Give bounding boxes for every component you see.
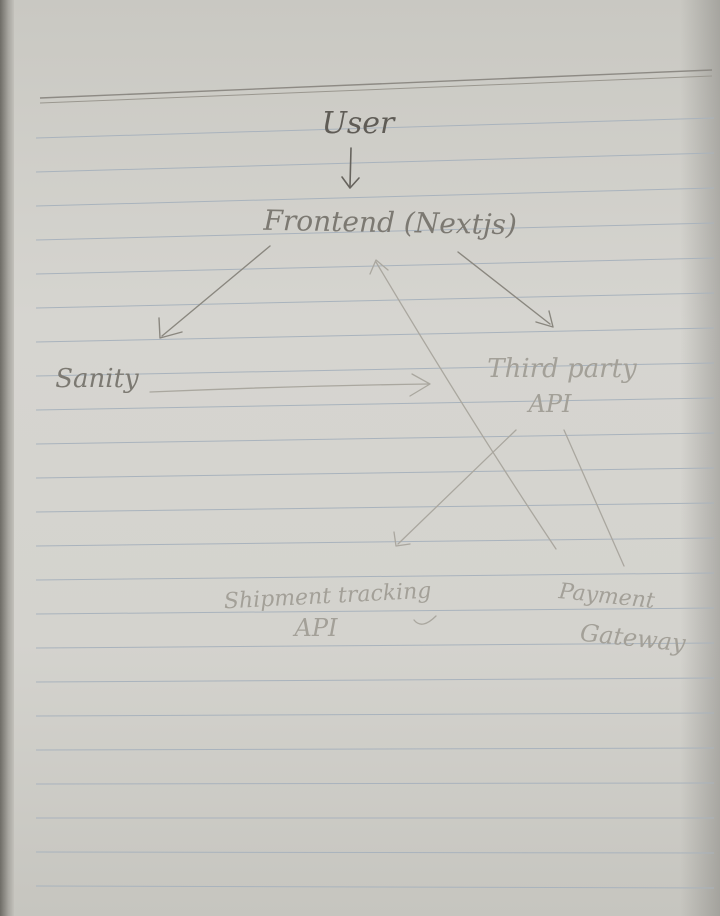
ruled-lines [35, 69, 715, 889]
frontend-node: Frontend (Nextjs) [262, 204, 517, 241]
payment-gateway-node-line2: Gateway [579, 619, 688, 658]
header-rule-2 [39, 75, 713, 104]
arrow-frontend-to-third-party-api [457, 251, 554, 328]
notebook-binding [0, 0, 14, 916]
arrow-user-to-frontend [341, 147, 360, 189]
third-party-api-node-line1: Third party [487, 354, 637, 384]
arrow-third-party-api-to-shipment-tracking [393, 429, 517, 547]
shipment-tracking-api-node-line2: API [293, 614, 338, 642]
arrow-sanity-to-third-party-api [149, 373, 431, 397]
payment-gateway-node-line1: Payment [557, 579, 656, 614]
check-mark [413, 615, 437, 625]
header-rule [39, 69, 713, 99]
third-party-api-node-line2: API [527, 390, 572, 418]
arrow-frontend-to-sanity [158, 245, 271, 339]
sanity-node: Sanity [55, 364, 139, 394]
arrow-third-party-api-to-payment-gateway [563, 429, 625, 567]
user-node: User [322, 106, 396, 141]
arrow-payment-gateway-to-frontend [369, 259, 557, 550]
shipment-tracking-api-node-line1: Shipment tracking [223, 579, 432, 615]
